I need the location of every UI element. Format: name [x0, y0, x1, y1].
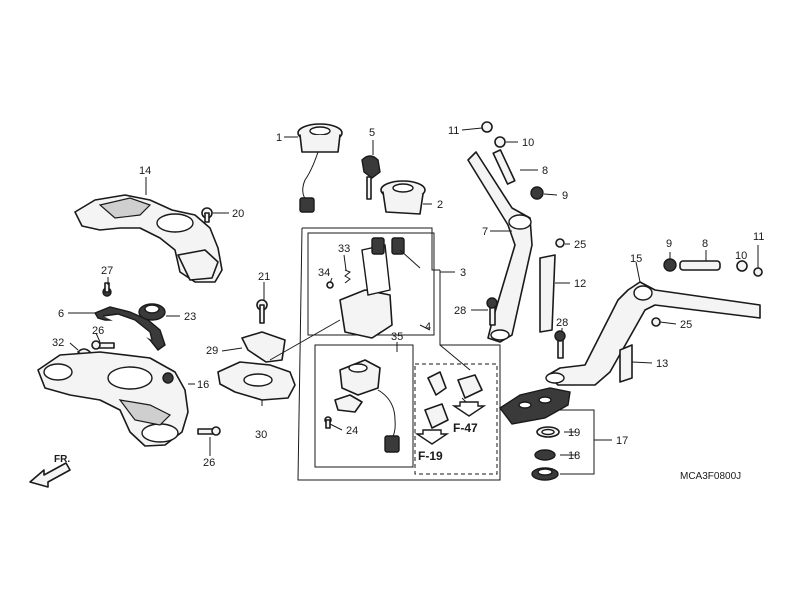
part-19-ring: [536, 426, 560, 438]
part-8-weight-rod-left: [492, 149, 516, 185]
part-11-screw-right: [753, 267, 763, 277]
callout-4: 4: [425, 321, 431, 333]
part-8-weight-rod-right: [679, 260, 721, 271]
part-25-bolt-right: [651, 317, 661, 327]
part-6-clamp: [93, 306, 166, 351]
part-9-nut-right: [663, 258, 677, 272]
part-13-bracket: [619, 344, 633, 383]
part-14-top-cover: [74, 194, 223, 283]
reference-f47: F-47: [453, 421, 478, 435]
callout-9-left: 9: [562, 190, 568, 202]
callout-14: 14: [139, 165, 151, 177]
part-17-remote-fob: [498, 387, 571, 425]
callout-35: 35: [391, 331, 403, 343]
part-26-bolt-lower: [197, 426, 221, 436]
assembly-box-outer: [297, 227, 501, 481]
callout-26-upper: 26: [92, 325, 104, 337]
callout-30: 30: [255, 429, 267, 441]
callout-2: 2: [437, 199, 443, 211]
callout-1: 1: [276, 132, 282, 144]
callout-8-left: 8: [542, 165, 548, 177]
part-10-washer-right: [736, 260, 748, 272]
callout-8-right: 8: [702, 238, 708, 250]
diagram-code: MCA3F0800J: [680, 471, 741, 482]
callout-labels: 1 2 3 4 5 6 7 8 8 9 9 10 10 11 11 12 13 …: [52, 125, 764, 469]
part-29-bracket: [241, 331, 286, 363]
callout-12: 12: [574, 278, 586, 290]
front-direction-arrow: FR.: [29, 454, 71, 488]
part-30-cover: [217, 361, 296, 401]
callout-9-right: 9: [666, 238, 672, 250]
callout-6: 6: [58, 308, 64, 320]
callout-20: 20: [232, 208, 244, 220]
callout-15: 15: [630, 253, 642, 265]
reference-f19: F-19: [418, 449, 443, 463]
callout-26-lower: 26: [203, 457, 215, 469]
part-12-bracket: [539, 254, 556, 333]
part-2-lock-cylinder: [380, 180, 426, 215]
part-1-key-cylinder: [297, 123, 343, 213]
callout-25-right: 25: [680, 319, 692, 331]
part-33-spring: [344, 269, 351, 284]
front-direction-label: FR.: [54, 454, 70, 465]
part-20-bolt: [201, 207, 213, 223]
part-15-right-handlebar: [545, 281, 761, 386]
leader-lines: [68, 127, 759, 475]
callout-29: 29: [206, 345, 218, 357]
part-27-bolt: [102, 282, 112, 297]
callout-16: 16: [197, 379, 209, 391]
callout-10-left: 10: [522, 137, 534, 149]
part-7-left-handlebar: [467, 151, 533, 343]
part-25-bolt-left: [555, 238, 565, 248]
subassembly-parts: [414, 371, 487, 445]
callout-19: 19: [568, 427, 580, 439]
part-10-washer-left: [494, 136, 506, 148]
callout-23: 23: [184, 311, 196, 323]
callout-11-left: 11: [448, 125, 459, 137]
callout-34: 34: [318, 267, 330, 279]
callout-25-left: 25: [574, 239, 586, 251]
part-17-cap: [531, 467, 559, 481]
callout-5: 5: [369, 127, 375, 139]
part-28-bolt-left: [486, 297, 498, 326]
callout-17: 17: [616, 435, 628, 447]
assembly-box-lower: [314, 344, 414, 468]
part-3-ignition-switch: [339, 237, 421, 339]
callout-13: 13: [656, 358, 668, 370]
callout-21: 21: [258, 271, 270, 283]
callout-33: 33: [338, 243, 350, 255]
part-9-nut-left: [530, 186, 544, 200]
part-21-bolt: [256, 299, 268, 324]
subassembly-box: [414, 363, 498, 475]
callout-24: 24: [346, 425, 358, 437]
callout-3: 3: [460, 267, 466, 279]
part-26-bolt-upper: [91, 340, 115, 350]
callout-28-left: 28: [454, 305, 466, 317]
callout-7: 7: [482, 226, 488, 238]
part-16-top-bridge: [37, 351, 189, 447]
callout-18: 18: [568, 450, 580, 462]
part-24-screw: [324, 416, 332, 429]
callout-11-right: 11: [753, 231, 764, 243]
part-5-key: [361, 155, 381, 200]
part-11-screw-left: [481, 121, 493, 133]
part-23-nut: [138, 303, 166, 321]
callout-32: 32: [52, 337, 64, 349]
part-35-switch-body: [334, 359, 400, 453]
part-18-battery: [534, 449, 556, 461]
callout-10-right: 10: [735, 250, 747, 262]
callout-27: 27: [101, 265, 113, 277]
part-28-bolt-right: [554, 330, 566, 359]
callout-28-right: 28: [556, 317, 568, 329]
